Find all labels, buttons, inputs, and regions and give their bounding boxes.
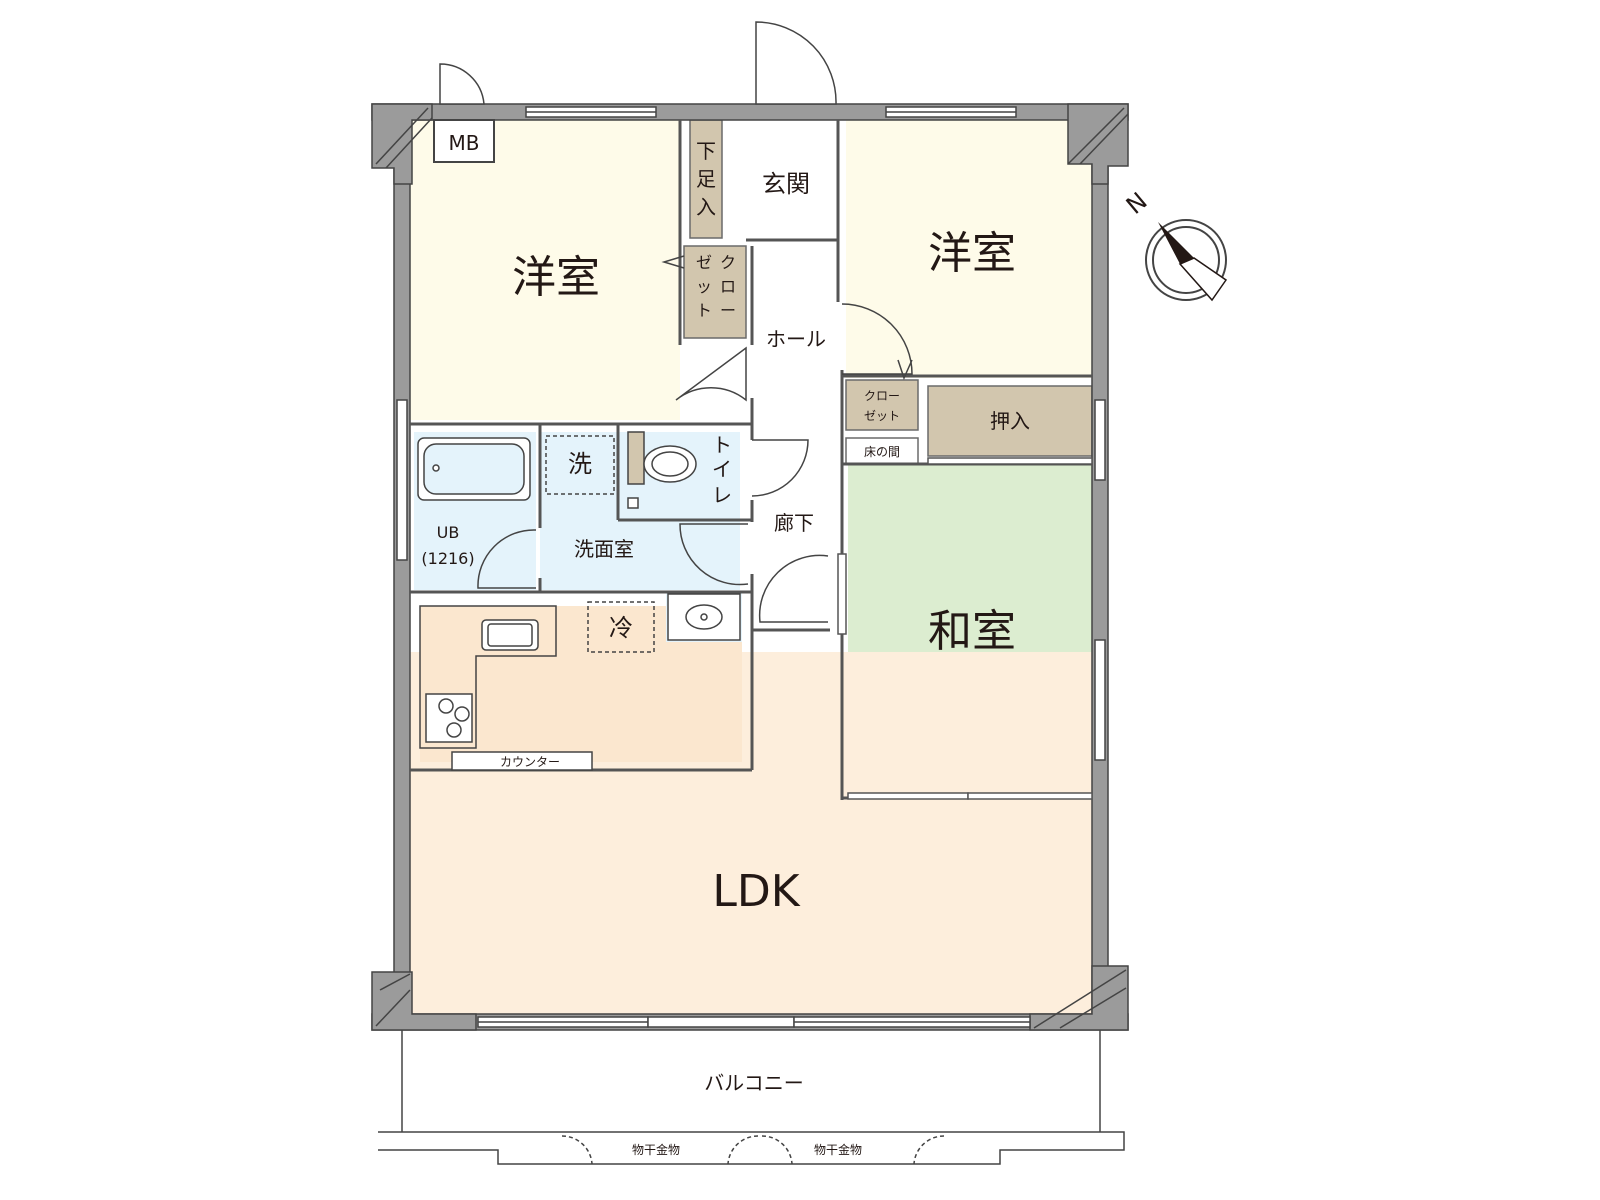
mb-door bbox=[439, 63, 485, 105]
shoe-box-label-1: 下 bbox=[696, 139, 716, 163]
fridge-space bbox=[587, 601, 655, 653]
door-west-left bbox=[675, 346, 747, 402]
toilet-tank bbox=[627, 431, 645, 485]
labels: 洋室 洋室 和室 LDK 玄関 ホール 廊下 洗面室 ト イ レ UB (121… bbox=[421, 131, 1030, 1157]
balcony-label: バルコニー bbox=[704, 1071, 804, 1095]
corner-column-tl bbox=[371, 103, 433, 185]
door-washroom bbox=[679, 523, 749, 586]
corner-column-tr bbox=[1067, 103, 1129, 185]
top-windows bbox=[525, 106, 1017, 118]
western-room-left-label: 洋室 bbox=[512, 252, 600, 303]
door-ldk bbox=[758, 554, 829, 623]
closet-hanger-left bbox=[661, 255, 685, 269]
window-right-upper bbox=[1094, 399, 1106, 481]
fixtures bbox=[417, 431, 741, 771]
oshiire-label: 押入 bbox=[990, 409, 1030, 433]
unit-bath-label: UB bbox=[437, 523, 460, 542]
toilet-label-3: レ bbox=[712, 483, 732, 507]
corner-column-br bbox=[1029, 965, 1129, 1031]
counter-label: カウンター bbox=[500, 755, 560, 769]
doors bbox=[439, 21, 913, 623]
western-room-left-floor bbox=[410, 120, 680, 420]
toilet-label-1: ト bbox=[712, 433, 732, 457]
window-left bbox=[396, 399, 408, 561]
washer-label: 洗 bbox=[568, 450, 592, 478]
wall-left bbox=[393, 119, 411, 1015]
bottom-windows bbox=[477, 1016, 1031, 1028]
meter-box bbox=[433, 119, 495, 163]
side-windows bbox=[396, 399, 1106, 761]
closet-right-label-1: クロー bbox=[864, 389, 900, 403]
washroom-label: 洗面室 bbox=[574, 537, 634, 561]
column-hatching bbox=[375, 107, 1129, 1029]
laundry-hanger-label-2: 物干金物 bbox=[814, 1142, 862, 1157]
fridge-label: 冷 bbox=[609, 614, 633, 642]
front-door bbox=[755, 21, 837, 105]
closet-left-label-1: ク bbox=[720, 253, 736, 272]
japanese-room-sliding-doors bbox=[837, 457, 1093, 800]
balcony-railing bbox=[378, 1131, 1125, 1165]
closet-left-label-4: ゼ bbox=[696, 253, 712, 272]
door-bath bbox=[477, 529, 537, 589]
unit-bath-size-label: (1216) bbox=[421, 549, 474, 568]
breakfast-counter bbox=[451, 751, 593, 771]
western-room-right-label: 洋室 bbox=[928, 228, 1016, 279]
compass-north-label: N bbox=[1121, 187, 1153, 220]
closet-left-label-3: ー bbox=[720, 301, 736, 320]
closet-left-label-2: ロ bbox=[720, 277, 736, 296]
tokonoma bbox=[845, 437, 919, 465]
closet-left bbox=[683, 245, 747, 339]
closet-left-label-6: ト bbox=[696, 301, 712, 320]
toilet-label-2: イ bbox=[712, 457, 732, 481]
western-room-right-floor bbox=[846, 120, 1092, 378]
laundry-hanger-label-1: 物干金物 bbox=[632, 1142, 680, 1157]
oshiire bbox=[927, 385, 1093, 457]
tokonoma-label: 床の間 bbox=[864, 445, 900, 459]
japanese-room-label: 和室 bbox=[928, 606, 1016, 657]
window-right-lower bbox=[1094, 639, 1106, 761]
balcony bbox=[378, 1030, 1125, 1165]
closet-left-label-5: ッ bbox=[696, 277, 712, 296]
hall-label: ホール bbox=[766, 327, 826, 351]
closet-right-label-2: ゼット bbox=[864, 409, 900, 423]
corridor-label: 廊下 bbox=[774, 511, 814, 535]
entrance-label: 玄関 bbox=[762, 170, 810, 198]
closet-hanger-right bbox=[897, 359, 913, 381]
door-west-right bbox=[841, 303, 913, 375]
wall-right bbox=[1091, 119, 1109, 1015]
shoe-box-label-3: 入 bbox=[696, 195, 716, 219]
corner-column-bl bbox=[371, 971, 477, 1031]
door-toilet bbox=[751, 439, 809, 497]
compass: N bbox=[1121, 187, 1228, 302]
meter-box-label: MB bbox=[449, 131, 480, 155]
shoe-box-label-2: 足 bbox=[696, 167, 716, 191]
closet-right bbox=[845, 379, 919, 431]
shoe-box bbox=[689, 119, 723, 239]
ldk-label: LDK bbox=[712, 866, 800, 917]
window-bottom-mid bbox=[647, 1016, 795, 1028]
